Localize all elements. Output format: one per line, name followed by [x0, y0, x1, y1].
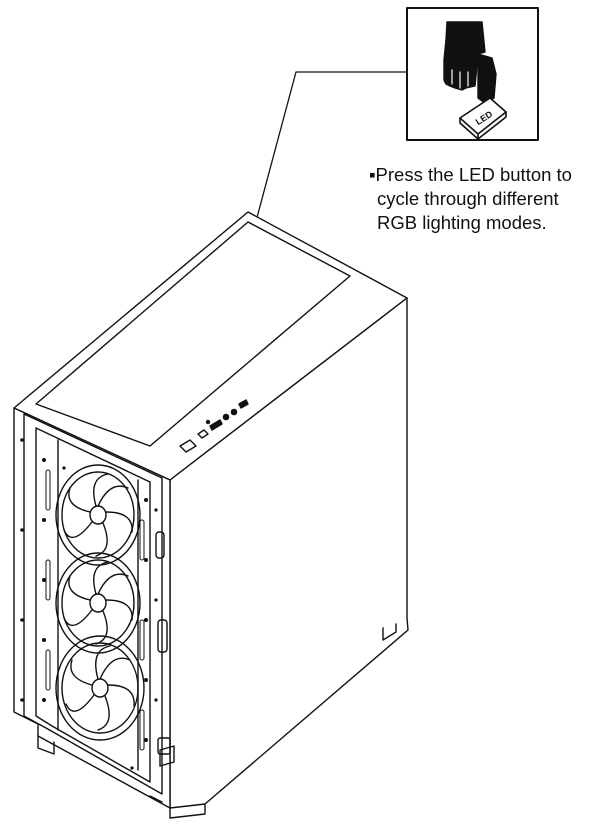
front-io-panel	[179, 399, 249, 453]
fan-rail-slots	[45, 469, 145, 751]
callout-box	[406, 7, 539, 141]
instruction-line: ▪Press the LED button to	[369, 164, 572, 185]
power-button-icon	[179, 439, 197, 453]
audio-jack-icon	[230, 408, 238, 416]
instruction-text: ▪Press the LED button to cycle through d…	[369, 163, 605, 235]
usb-c-port-icon	[238, 399, 249, 409]
frame-screws	[20, 438, 158, 770]
usb-port-icon	[209, 419, 223, 431]
led-button-icon: LED	[459, 97, 507, 140]
hand-pressing-icon	[443, 21, 497, 105]
fan-top	[55, 464, 141, 566]
pc-case	[13, 211, 409, 819]
fan-bottom	[55, 635, 145, 741]
instruction-line: RGB lighting modes.	[377, 212, 547, 233]
audio-jack-icon	[222, 413, 230, 421]
led-button-on-case-icon	[197, 429, 209, 439]
side-panel-details	[155, 531, 175, 767]
instruction-line: cycle through different	[377, 188, 559, 209]
